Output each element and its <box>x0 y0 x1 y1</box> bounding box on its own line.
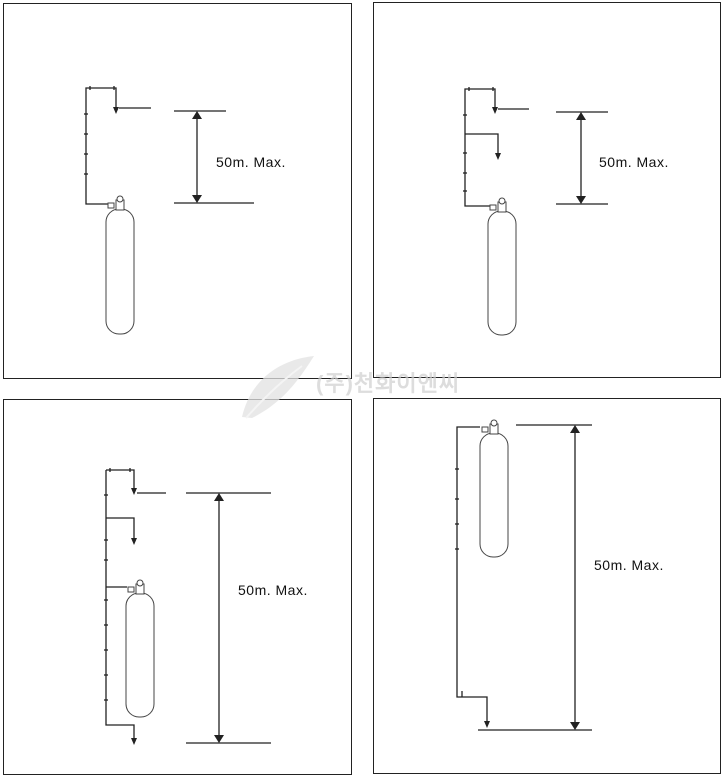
nozzle-arrow <box>113 107 119 114</box>
dimension-line <box>556 111 608 205</box>
dimension-line <box>186 492 271 744</box>
height-label: 50m. Max. <box>216 154 286 170</box>
diagram-panel-2: 50m. Max. <box>373 2 721 378</box>
pipe <box>106 469 135 488</box>
gas-cylinder <box>479 419 509 558</box>
dimension-line <box>478 424 592 731</box>
dimension-line <box>174 110 254 204</box>
nozzle-arrow-2 <box>495 153 501 160</box>
diagram-panel-1: 50m. Max. <box>3 3 352 379</box>
gas-cylinder <box>105 195 135 335</box>
diagram-panel-3: 50m. Max. <box>3 399 352 775</box>
pipe <box>85 87 117 205</box>
panel-1-drawing <box>84 86 254 335</box>
pipe <box>456 426 488 721</box>
pipe-main <box>105 470 135 738</box>
pipe-ticks <box>104 468 131 701</box>
nozzle-arrow-2 <box>131 538 137 545</box>
pipe <box>464 88 496 207</box>
panel-3-drawing <box>104 468 271 745</box>
pipe-ticks <box>84 86 115 175</box>
panel-2-drawing <box>463 87 608 336</box>
gas-cylinder <box>125 579 155 718</box>
pipe-ticks <box>455 468 463 697</box>
pipe-branch-2 <box>465 133 499 153</box>
pipe-branch-2 <box>106 517 135 538</box>
nozzle-arrow <box>484 721 490 728</box>
height-label: 50m. Max. <box>238 582 308 598</box>
panel-4-drawing <box>455 419 592 731</box>
nozzle-arrow-3 <box>131 738 137 745</box>
height-label: 50m. Max. <box>599 154 669 170</box>
gas-cylinder <box>487 197 517 336</box>
height-label: 50m. Max. <box>594 557 664 573</box>
nozzle-arrow <box>131 488 137 495</box>
watermark-text: (주)천화이엔씨 <box>316 371 461 396</box>
nozzle-arrow <box>492 107 498 114</box>
diagram-panel-4: 50m. Max. <box>373 398 721 774</box>
pipe-ticks <box>463 87 494 192</box>
